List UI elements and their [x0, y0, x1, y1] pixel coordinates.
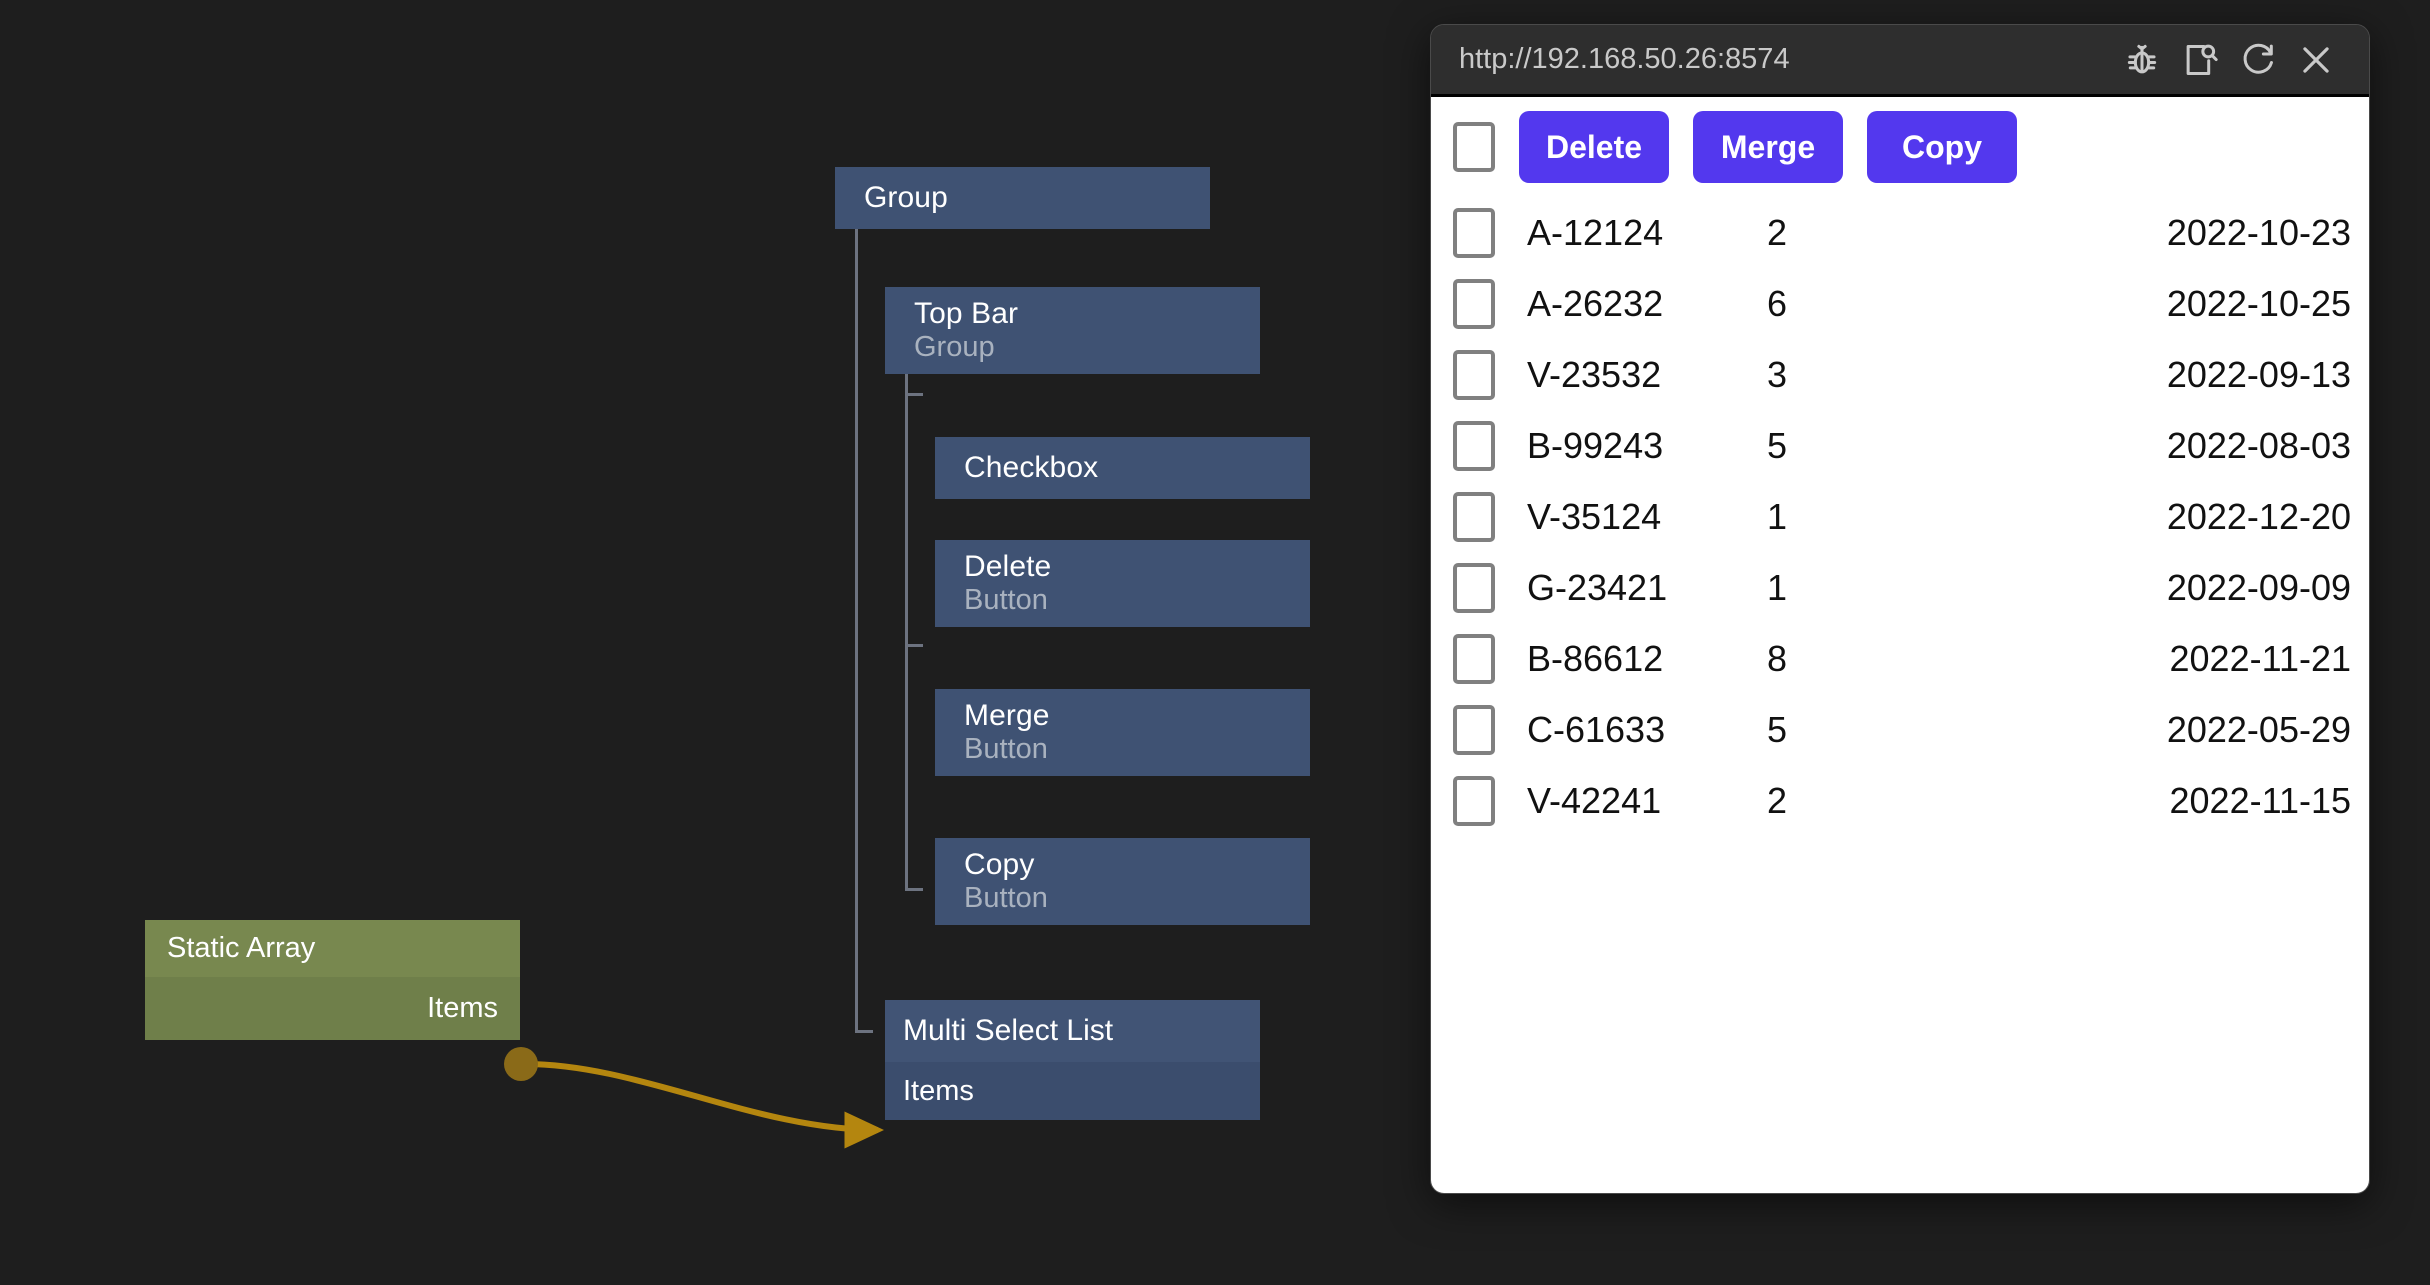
- row-checkbox[interactable]: [1453, 278, 1495, 329]
- row-date: 2022-05-29: [2166, 708, 2351, 750]
- node-static-array-title: Static Array: [145, 920, 520, 977]
- tree-line-stub-merge: [905, 644, 923, 647]
- tree-node-merge-subtitle: Button: [964, 733, 1048, 766]
- reload-icon[interactable]: [2229, 31, 2287, 89]
- tree-node-top-bar[interactable]: Top Bar Group: [885, 287, 1260, 374]
- inspect-page-icon[interactable]: [2171, 31, 2229, 89]
- row-id: B-86612: [1527, 637, 1664, 679]
- row-date: 2022-10-23: [2166, 211, 2351, 253]
- row-date: 2022-11-15: [2169, 779, 2351, 821]
- table-row[interactable]: V-23532 3 2022-09-13: [1431, 339, 2369, 410]
- row-quantity: 6: [1767, 282, 1788, 324]
- tree-node-group[interactable]: Group: [835, 167, 1210, 229]
- tree-node-copy[interactable]: Copy Button: [935, 838, 1310, 925]
- row-date: 2022-11-21: [2169, 637, 2351, 679]
- copy-button[interactable]: Copy: [1867, 111, 2017, 183]
- select-all-checkbox[interactable]: [1453, 122, 1495, 172]
- node-static-array[interactable]: Static Array Items: [145, 920, 520, 1040]
- tree-line-topbar-trunk: [905, 288, 908, 891]
- node-multi-select-list-port-items[interactable]: Items: [885, 1062, 1260, 1120]
- table-row[interactable]: C-61633 5 2022-05-29: [1431, 694, 2369, 765]
- tree-node-top-bar-title: Top Bar: [914, 296, 1019, 330]
- table-row[interactable]: A-26232 6 2022-10-25: [1431, 268, 2369, 339]
- table-row[interactable]: V-42241 2 2022-11-15: [1431, 765, 2369, 836]
- row-quantity: 3: [1767, 353, 1788, 395]
- tree-line-stub-delete: [905, 393, 923, 396]
- browser-titlebar[interactable]: http://192.168.50.26:8574: [1431, 25, 2369, 97]
- delete-button[interactable]: Delete: [1519, 111, 1669, 183]
- node-static-array-port-items[interactable]: Items: [427, 992, 498, 1024]
- tree-node-top-bar-subtitle: Group: [914, 331, 995, 364]
- table-row[interactable]: V-35124 1 2022-12-20: [1431, 481, 2369, 552]
- node-multi-select-list-title: Multi Select List: [885, 1000, 1260, 1062]
- tree-node-copy-title: Copy: [964, 847, 1035, 881]
- row-quantity: 1: [1767, 495, 1788, 537]
- tree-node-delete-subtitle: Button: [964, 584, 1048, 617]
- tree-node-copy-subtitle: Button: [964, 882, 1048, 915]
- row-date: 2022-12-20: [2166, 495, 2351, 537]
- row-checkbox[interactable]: [1453, 207, 1495, 258]
- tree-node-checkbox[interactable]: Checkbox: [935, 437, 1310, 499]
- tree-line-root-trunk: [855, 172, 858, 1032]
- tree-node-delete-title: Delete: [964, 549, 1052, 583]
- row-quantity: 2: [1767, 779, 1788, 821]
- tree-node-merge[interactable]: Merge Button: [935, 689, 1310, 776]
- node-multi-select-list[interactable]: Multi Select List Items: [885, 1000, 1260, 1120]
- tree-node-delete[interactable]: Delete Button: [935, 540, 1310, 627]
- table-row[interactable]: B-99243 5 2022-08-03: [1431, 410, 2369, 481]
- tree-line-stub-multiselect: [855, 1030, 873, 1033]
- row-checkbox[interactable]: [1453, 775, 1495, 826]
- close-icon[interactable]: [2287, 31, 2345, 89]
- row-date: 2022-09-13: [2166, 353, 2351, 395]
- row-checkbox[interactable]: [1453, 420, 1495, 471]
- url-bar[interactable]: http://192.168.50.26:8574: [1459, 43, 1790, 75]
- row-date: 2022-09-09: [2166, 566, 2351, 608]
- table-row[interactable]: G-23421 1 2022-09-09: [1431, 552, 2369, 623]
- row-id: A-26232: [1527, 282, 1664, 324]
- table-row[interactable]: A-12124 2 2022-10-23: [1431, 197, 2369, 268]
- tree-node-merge-title: Merge: [964, 698, 1050, 732]
- row-id: V-23532: [1527, 353, 1662, 395]
- table-row[interactable]: B-86612 8 2022-11-21: [1431, 623, 2369, 694]
- row-checkbox[interactable]: [1453, 349, 1495, 400]
- row-checkbox[interactable]: [1453, 633, 1495, 684]
- merge-button[interactable]: Merge: [1693, 111, 1843, 183]
- row-date: 2022-08-03: [2166, 424, 2351, 466]
- bug-icon[interactable]: [2113, 31, 2171, 89]
- row-quantity: 5: [1767, 424, 1788, 466]
- row-checkbox[interactable]: [1453, 491, 1495, 542]
- row-date: 2022-10-25: [2166, 282, 2351, 324]
- tree-node-group-title: Group: [864, 180, 948, 214]
- row-id: V-42241: [1527, 779, 1662, 821]
- tree-node-checkbox-title: Checkbox: [964, 450, 1099, 484]
- page-toolbar[interactable]: Delete Merge Copy: [1431, 97, 2369, 197]
- row-id: G-23421: [1527, 566, 1668, 608]
- row-id: V-35124: [1527, 495, 1662, 537]
- row-checkbox[interactable]: [1453, 704, 1495, 755]
- row-quantity: 1: [1767, 566, 1788, 608]
- tree-line-stub-copy: [905, 888, 923, 891]
- row-checkbox[interactable]: [1453, 562, 1495, 613]
- row-quantity: 5: [1767, 708, 1788, 750]
- row-id: B-99243: [1527, 424, 1664, 466]
- row-id: A-12124: [1527, 211, 1664, 253]
- row-quantity: 8: [1767, 637, 1788, 679]
- row-id: C-61633: [1527, 708, 1666, 750]
- browser-window[interactable]: http://192.168.50.26:8574: [1430, 24, 2370, 1194]
- row-quantity: 2: [1767, 211, 1788, 253]
